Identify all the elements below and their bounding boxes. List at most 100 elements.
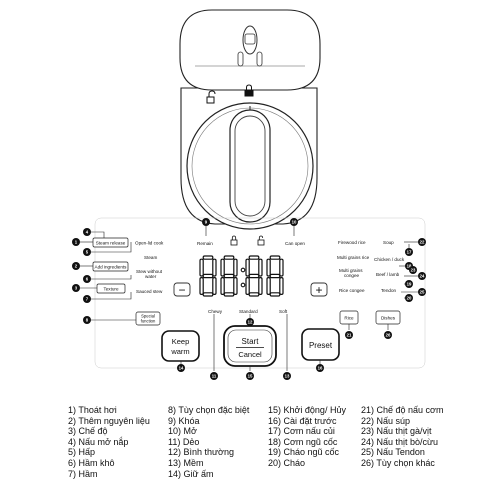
lid-handle-dial[interactable] xyxy=(186,102,314,230)
callout-marker-7: 7 xyxy=(83,295,91,303)
callout-marker-16: 16 xyxy=(316,364,324,372)
callout-number: 24 xyxy=(420,274,425,279)
callout-marker-19: 19 xyxy=(405,280,413,288)
start-cancel-button[interactable]: Start Cancel xyxy=(223,325,277,367)
callout-number: 22 xyxy=(420,240,425,245)
texture-chewy-label: Chewy xyxy=(208,309,223,314)
cooker-panel-diagram: Remain Can open − + Chewy Standard Soft … xyxy=(72,9,426,380)
legend-col-2: 8) Tùy chọn đặc biệt 9) Khóa 10) Mở 11) … xyxy=(168,405,249,479)
callout-marker-17: 17 xyxy=(405,248,413,256)
legend-item: 22) Nấu súp xyxy=(361,415,411,426)
callout-number: 12 xyxy=(248,320,253,325)
legend-item: 1) Thoát hơi xyxy=(68,405,117,415)
unlock-icon xyxy=(206,90,216,104)
callout-marker-2: 2 xyxy=(72,262,80,270)
legend-col-4: 21) Chế độ nấu cơm 22) Nấu súp 23) Nấu t… xyxy=(361,405,443,469)
callout-marker-4: 4 xyxy=(83,228,91,236)
legend-item: 5) Hấp xyxy=(68,447,96,458)
display-digit xyxy=(220,255,238,297)
legend-item: 3) Chế độ xyxy=(68,426,108,437)
texture-standard-label: Standard xyxy=(239,309,258,314)
legend-item: 20) Cháo xyxy=(268,457,306,468)
callout-number: 14 xyxy=(179,366,184,371)
legend-item: 4) Nấu mở nắp xyxy=(68,436,129,447)
steam-release-label: Steam release xyxy=(96,241,126,246)
callout-marker-26: 26 xyxy=(384,331,392,339)
stew-without-water-line2: water xyxy=(145,274,157,279)
callout-number: 17 xyxy=(407,250,412,255)
special-function-line1: Special xyxy=(141,314,155,319)
callout-marker-23: 23 xyxy=(409,266,417,274)
minus-button[interactable]: − xyxy=(173,282,191,297)
display-colon-dot xyxy=(240,282,246,288)
callout-marker-22: 22 xyxy=(418,238,426,246)
callout-lines xyxy=(80,226,418,371)
special-function-box[interactable] xyxy=(135,311,161,326)
callout-number: 4 xyxy=(86,230,89,235)
keep-warm-button[interactable]: Keep warm xyxy=(161,330,200,362)
callout-number: 7 xyxy=(86,297,89,302)
keep-warm-line2: warm xyxy=(170,347,189,356)
legend-item: 13) Mềm xyxy=(168,457,204,468)
callout-marker-13: 13 xyxy=(283,372,291,380)
stew-without-water-line1: Stew without xyxy=(136,269,163,274)
steam-chamber xyxy=(179,9,321,91)
legend-item: 26) Tùy chọn khác xyxy=(361,457,435,468)
legend-item: 7) Hầm xyxy=(68,468,98,479)
display-digit xyxy=(245,255,263,297)
callout-marker-21: 21 xyxy=(345,331,353,339)
legend-item: 21) Chế độ nấu cơm xyxy=(361,405,444,415)
steam-label: Steam xyxy=(144,255,157,260)
callout-number: 21 xyxy=(347,333,352,338)
unlock-indicator-icon xyxy=(257,235,265,246)
steam-release-box[interactable] xyxy=(92,237,129,248)
callout-marker-12: 12 xyxy=(246,318,254,326)
legend-item: 12) Bình thường xyxy=(168,447,234,458)
rice-label: Rice xyxy=(344,316,354,321)
rice-congee-label: Rice congee xyxy=(339,288,365,293)
texture-label: Texture xyxy=(103,287,119,292)
legend-col-3: 15) Khởi động/ Hủy 16) Cài đặt trước 17)… xyxy=(268,405,346,469)
can-open-label: Can open xyxy=(285,241,305,246)
plus-button[interactable]: + xyxy=(310,282,328,297)
callout-number: 20 xyxy=(407,296,412,301)
open-lid-cook-label: Open-lid cook xyxy=(135,241,164,246)
legend-item: 17) Cơm nấu củi xyxy=(268,426,335,437)
dishes-label: Dishes xyxy=(381,316,396,321)
legend-item: 24) Nấu thịt bò/cừu xyxy=(361,436,439,447)
cancel-label: Cancel xyxy=(238,350,262,359)
legend-item: 2) Thêm nguyên liệu xyxy=(68,415,150,426)
legend-item: 16) Cài đặt trước xyxy=(268,415,337,426)
digital-display xyxy=(199,255,284,297)
display-digit xyxy=(199,255,217,297)
callout-number: 19 xyxy=(407,282,412,287)
callout-marker-15: 15 xyxy=(246,372,254,380)
lid-status-indicators: Remain Can open xyxy=(197,235,305,246)
legend-col-1: 1) Thoát hơi 2) Thêm nguyên liệu 3) Chế … xyxy=(68,405,150,479)
callout-number: 23 xyxy=(411,268,416,273)
callout-number: 15 xyxy=(248,374,253,379)
plus-symbol: + xyxy=(315,283,322,297)
remain-label: Remain xyxy=(197,241,213,246)
preset-button[interactable]: Preset xyxy=(301,328,340,361)
add-ingredients-box[interactable] xyxy=(92,261,129,272)
legend-item: 9) Khóa xyxy=(168,415,200,426)
callout-number: 2 xyxy=(75,264,78,269)
callout-number: 13 xyxy=(285,374,290,379)
callout-marker-3: 3 xyxy=(72,284,80,292)
steam-valve[interactable] xyxy=(237,25,263,67)
callout-marker-11: 11 xyxy=(210,372,218,380)
legend: 1) Thoát hơi 2) Thêm nguyên liệu 3) Chế … xyxy=(68,405,488,495)
legend-item: 10) Mở xyxy=(168,426,197,437)
legend-item: 19) Cháo ngũ cốc xyxy=(268,447,340,458)
legend-item: 15) Khởi động/ Hủy xyxy=(268,405,346,415)
callout-marker-14: 14 xyxy=(177,364,185,372)
multi-grains-congee-line1: Multi grains xyxy=(339,268,363,273)
callout-number: 11 xyxy=(212,374,217,379)
callout-marker-24: 24 xyxy=(418,272,426,280)
left-function-labels: Steam release Open-lid cook Steam Add in… xyxy=(92,237,164,326)
lid-assembly xyxy=(179,9,321,230)
sauced-stew-label: Sauced stew xyxy=(136,289,163,294)
texture-box[interactable] xyxy=(96,283,126,294)
callout-marker-10: 10 xyxy=(290,218,298,226)
